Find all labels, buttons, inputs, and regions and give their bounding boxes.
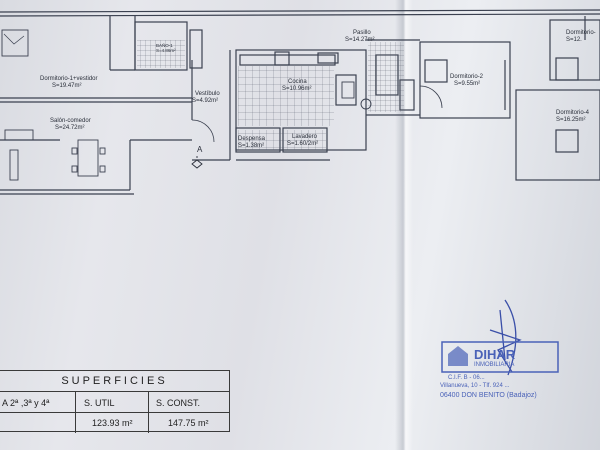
stamp-sub: INMOBILIARIA	[474, 362, 515, 368]
superficies-const-label: S. CONST.	[156, 398, 201, 408]
signature-scribble	[489, 299, 522, 376]
section-marker-label: A	[197, 145, 203, 154]
superficies-const-value: 147.75 m²	[168, 418, 209, 428]
paper-fold	[395, 0, 413, 450]
room-label-dormitorio3: Dormitorio-S=12.	[566, 30, 596, 43]
superficies-table: SUPERFICIES A 2ª ,3ª y 4ª S. UTIL S. CON…	[0, 370, 230, 433]
stamp-address: Villanueva, 10 - Tlf. 924 ...	[440, 383, 510, 389]
agency-stamp: DIHAR INMOBILIARIA C.I.F. B - 06... Vill…	[440, 338, 560, 400]
stamp-brand: DIHAR	[474, 347, 516, 362]
stamp-city: 06400 DON BENITO (Badajoz)	[440, 392, 537, 399]
superficies-title: SUPERFICIES	[0, 371, 229, 392]
stamp-cif: C.I.F. B - 06...	[448, 375, 485, 381]
superficies-util-value: 123.93 m²	[92, 418, 133, 428]
superficies-floors: A 2ª ,3ª y 4ª	[2, 398, 50, 408]
stamp-house-icon	[441, 341, 559, 373]
superficies-util-label: S. UTIL	[84, 398, 115, 408]
section-marker-icon	[191, 156, 203, 169]
